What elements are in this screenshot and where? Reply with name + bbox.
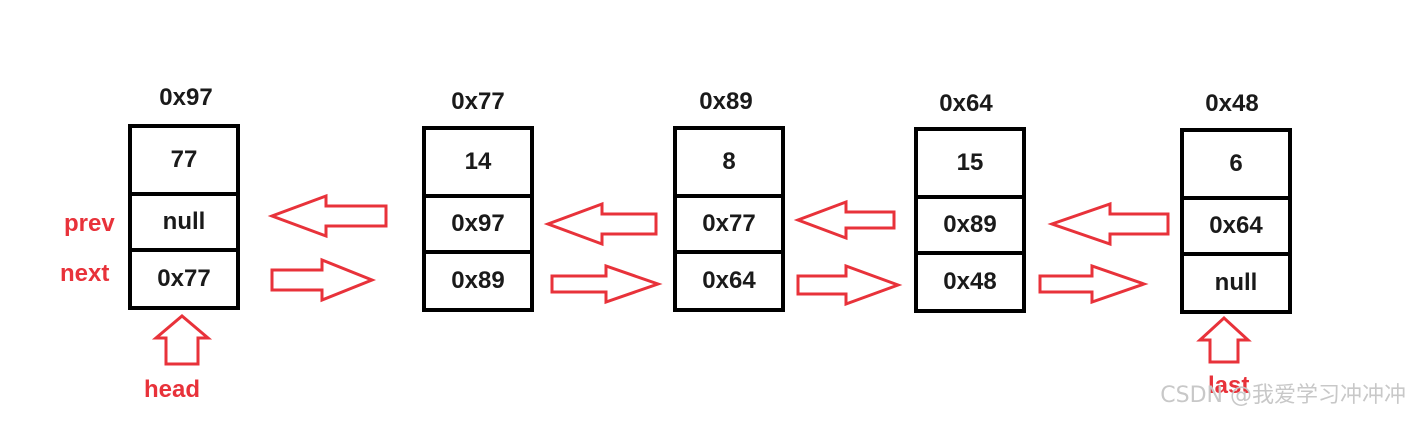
node-next: null: [1184, 252, 1288, 310]
node-value: 8: [722, 148, 736, 175]
node-box: 6 0x64 null: [1180, 128, 1292, 314]
node-prev: 0x64: [1184, 196, 1288, 252]
node-address: 0x97: [159, 84, 213, 111]
head-pointer-arrow-icon: [151, 314, 213, 366]
node-value: 14: [464, 148, 492, 175]
node-next: 0x64: [677, 250, 781, 308]
prev-label: prev: [64, 210, 115, 237]
node-prev: 0x77: [677, 194, 781, 250]
node-box: 14 0x97 0x89: [422, 126, 534, 312]
node-address: 0x77: [451, 88, 505, 115]
node-next: 0x77: [132, 248, 236, 306]
node-prev: null: [132, 192, 236, 248]
node-prev: 0x97: [426, 194, 530, 250]
node-address: 0x64: [939, 90, 993, 117]
next-arrow-icon: [270, 257, 377, 303]
next-arrow-icon: [550, 263, 663, 305]
node-next: 0x89: [426, 250, 530, 308]
node-address: 0x89: [699, 88, 753, 115]
prev-arrow-icon: [267, 193, 388, 239]
next-label: next: [60, 260, 110, 287]
node-box: 8 0x77 0x64: [673, 126, 785, 312]
node-value: 15: [956, 149, 984, 176]
prev-arrow-icon: [1047, 201, 1170, 247]
node-address: 0x48: [1205, 90, 1259, 117]
node-value: 77: [170, 146, 198, 173]
node-prev: 0x89: [918, 195, 1022, 251]
node-next: 0x48: [918, 251, 1022, 309]
prev-arrow-icon: [543, 201, 658, 247]
node-box: 15 0x89 0x48: [914, 127, 1026, 313]
node-value: 6: [1229, 150, 1243, 177]
prev-arrow-icon: [793, 199, 896, 241]
node-box: 77 null 0x77: [128, 124, 240, 310]
head-label: head: [144, 376, 201, 403]
next-arrow-icon: [1038, 263, 1149, 305]
last-pointer-arrow-icon: [1196, 315, 1252, 364]
next-arrow-icon: [796, 263, 903, 307]
watermark: CSDN @我爱学习冲冲冲: [1160, 383, 1406, 408]
last-label: last: [1208, 372, 1250, 399]
